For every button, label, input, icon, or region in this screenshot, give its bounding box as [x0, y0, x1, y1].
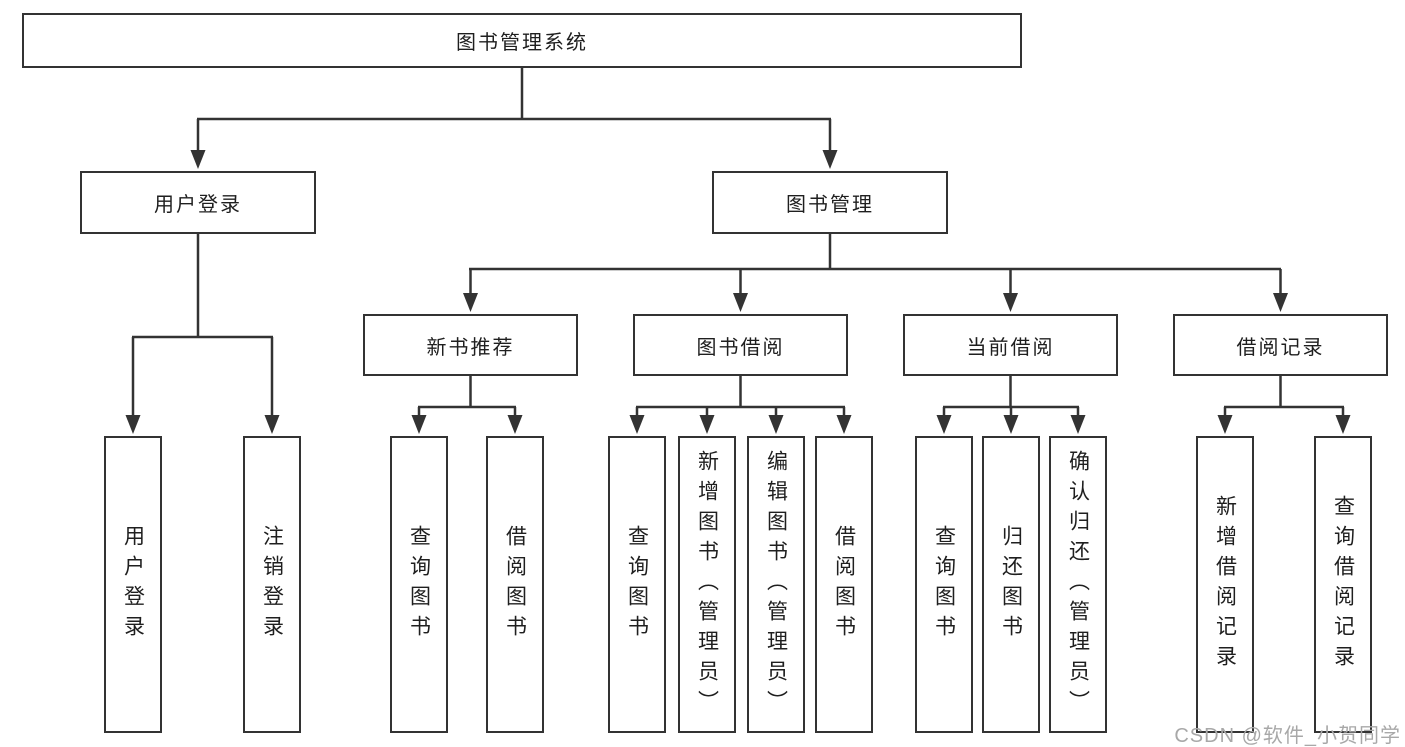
leaf-label: 借阅图书: [503, 524, 527, 645]
leaf-label: 查询图书: [932, 524, 956, 645]
leaf-label: 编辑图书（管理员）: [764, 449, 788, 720]
node-label: 新书推荐: [426, 336, 515, 359]
node-borrow-records: 借阅记录: [1173, 314, 1388, 376]
leaf-recommend-query-book: 查询图书: [390, 436, 448, 733]
leaf-logout: 注销登录: [243, 436, 301, 733]
leaf-label: 新增图书（管理员）: [695, 449, 719, 720]
leaf-recommend-borrow-book: 借阅图书: [486, 436, 544, 733]
leaf-user-login: 用户登录: [104, 436, 162, 733]
leaf-edit-book-admin: 编辑图书（管理员）: [747, 436, 805, 733]
node-library-management-system: 图书管理系统: [22, 13, 1022, 68]
node-label: 用户登录: [154, 194, 242, 216]
leaf-label: 确认归还（管理员）: [1066, 449, 1090, 720]
leaf-current-query-book: 查询图书: [915, 436, 973, 733]
leaf-label: 用户登录: [121, 524, 145, 645]
leaf-add-borrow-record: 新增借阅记录: [1196, 436, 1254, 733]
csdn-watermark: CSDN @软件_小贺同学: [1174, 725, 1401, 747]
leaf-label: 注销登录: [260, 524, 284, 645]
node-label: 图书管理系统: [456, 32, 588, 54]
node-new-book-recommend: 新书推荐: [363, 314, 578, 376]
node-book-borrow: 图书借阅: [633, 314, 848, 376]
leaf-label: 查询借阅记录: [1331, 494, 1355, 675]
node-label: 图书借阅: [696, 336, 785, 359]
leaf-confirm-return-admin: 确认归还（管理员）: [1049, 436, 1107, 733]
leaf-label: 借阅图书: [832, 524, 856, 645]
leaf-borrow-book: 借阅图书: [815, 436, 873, 733]
node-label: 借阅记录: [1236, 336, 1325, 359]
leaf-label: 查询图书: [407, 524, 431, 645]
node-current-borrow: 当前借阅: [903, 314, 1118, 376]
leaf-label: 归还图书: [999, 524, 1023, 645]
leaf-add-book-admin: 新增图书（管理员）: [678, 436, 736, 733]
node-user-login: 用户登录: [80, 171, 316, 234]
leaf-query-borrow-record: 查询借阅记录: [1314, 436, 1372, 733]
node-label: 当前借阅: [966, 336, 1055, 359]
leaf-return-book: 归还图书: [982, 436, 1040, 733]
leaf-borrow-query-book: 查询图书: [608, 436, 666, 733]
node-label: 图书管理: [786, 194, 874, 216]
leaf-label: 新增借阅记录: [1213, 494, 1237, 675]
node-book-management: 图书管理: [712, 171, 948, 234]
leaf-label: 查询图书: [625, 524, 649, 645]
